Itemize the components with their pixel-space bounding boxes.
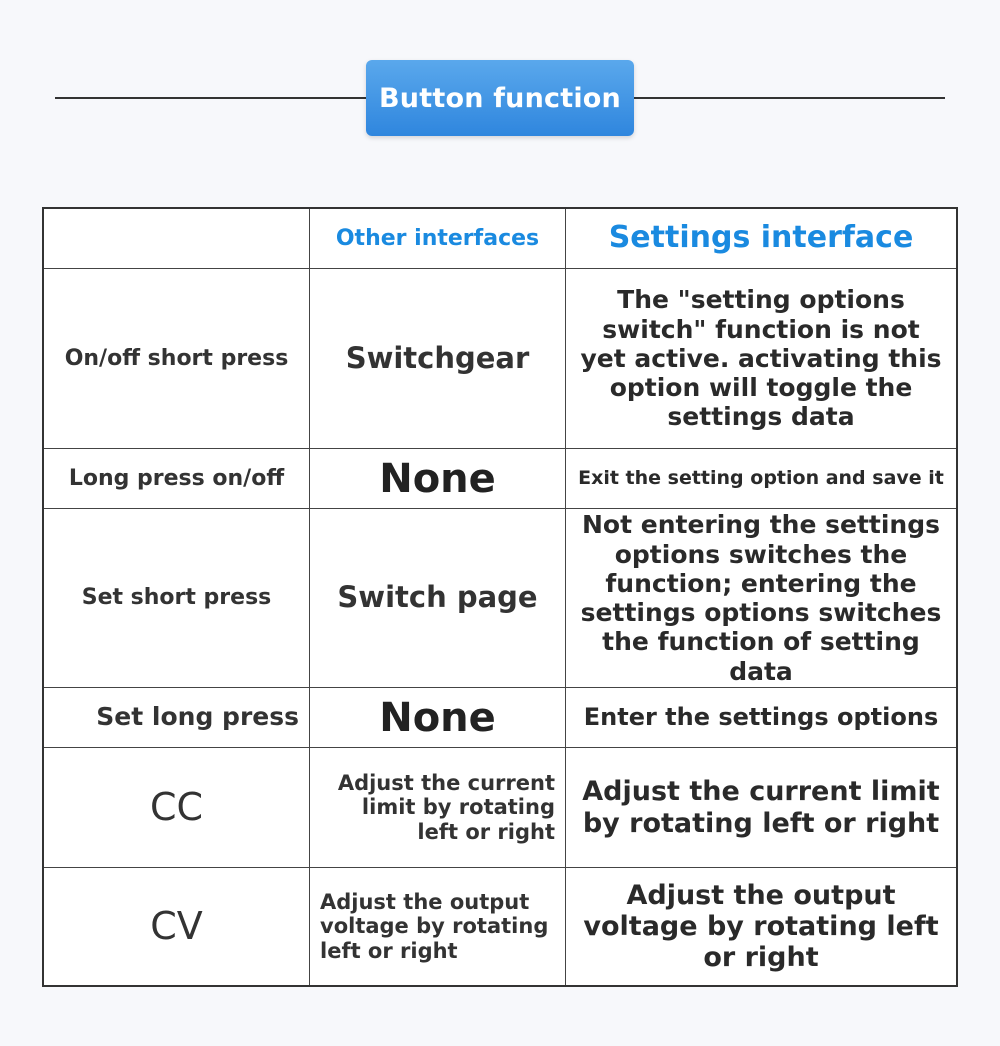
table-row-settings: The "setting options switch" function is… [566, 269, 956, 449]
table-row-action: Set short press [44, 509, 310, 688]
table-row-action: CV [44, 868, 310, 985]
table-row-action: CC [44, 748, 310, 868]
table-row-other: None [310, 688, 566, 748]
table-row-action: Set long press [44, 688, 310, 748]
table-header-settings-interface: Settings interface [566, 209, 956, 269]
table-row-settings: Adjust the current limit by rotating lef… [566, 748, 956, 868]
page-title: Button function [379, 82, 621, 114]
table-row-settings: Exit the setting option and save it [566, 449, 956, 509]
table-row-other: Adjust the output voltage by rotating le… [310, 868, 566, 985]
table-row-action: On/off short press [44, 269, 310, 449]
table-header-empty [44, 209, 310, 269]
button-function-table: Other interfaces Settings interface On/o… [42, 207, 958, 987]
table-header-other-interfaces: Other interfaces [310, 209, 566, 269]
table-row-other: Adjust the current limit by rotating lef… [310, 748, 566, 868]
table-row-settings: Adjust the output voltage by rotating le… [583, 879, 939, 974]
table-row-action: Long press on/off [44, 449, 310, 509]
table-row-other: Switchgear [310, 269, 566, 449]
table-row-settings: Enter the settings options [566, 688, 956, 748]
title-badge: Button function [366, 60, 634, 136]
table-row-other: None [310, 449, 566, 509]
table-row-settings: Not entering the settings options switch… [566, 509, 956, 688]
table-row-other: Switch page [310, 509, 566, 688]
